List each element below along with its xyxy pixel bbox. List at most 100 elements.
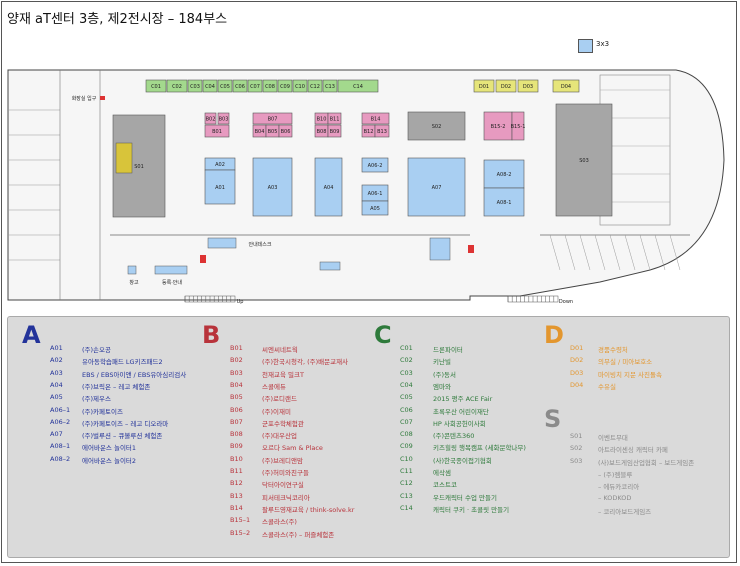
booth-A05: [361, 200, 389, 216]
entry-name: 캐릭터 쿠키 · 초콜릿 만들기: [433, 505, 510, 514]
booth-C01-label: C01: [151, 84, 161, 90]
entry-name: EBS / EBS아이앤 / EBS유아심리검사: [82, 370, 187, 379]
entry-code: C02: [400, 356, 413, 365]
directory-entry: A06–2(주)카페토이즈 – 레고 디오라마: [50, 418, 210, 428]
entry-name: 2015 평주 ACE Fair: [433, 395, 493, 404]
registration-desk: [154, 265, 188, 275]
booth-B06-label: B06: [281, 129, 291, 135]
booth-B15-2-label: B15-2: [491, 124, 506, 130]
entry-code: S03: [570, 456, 583, 465]
storage-label: 창고: [129, 279, 139, 286]
entry-name: 에어바운스 놀이터2: [82, 456, 137, 465]
entry-code: C12: [400, 479, 413, 488]
booth-size-legend-swatch: [578, 39, 593, 53]
info-desk-label: 안내데스크: [248, 241, 271, 248]
directory-entry: A05(주)제우스: [50, 393, 210, 403]
directory-entry: – 코리아보드게임즈: [570, 506, 730, 516]
booth-A08-1-label: A08-1: [497, 200, 512, 206]
booth-A08-1: [483, 187, 525, 217]
entry-code: A03: [50, 368, 63, 377]
booth-S02: [407, 111, 466, 141]
booth-C12-label: C12: [310, 84, 320, 90]
booth-A06-2-label: A06-2: [368, 163, 383, 169]
entry-name: – (주)젬블루: [598, 470, 633, 479]
entry-code: B14: [230, 503, 243, 512]
entry-name: – 코리아보드게임즈: [598, 507, 652, 516]
structure-line: [594, 234, 606, 271]
entry-name: (주)대우산업: [262, 432, 297, 441]
booth-B03: [217, 112, 230, 125]
structure-line: [549, 234, 561, 271]
entry-name: (주)카페토이즈 – 레고 디오라마: [82, 419, 169, 428]
stairs-up: [184, 295, 236, 303]
toilet-arrow: [100, 96, 105, 100]
entry-name: 에어바운스 놀이터1: [82, 444, 137, 453]
booth-C09: [277, 79, 293, 93]
entry-code: A05: [50, 393, 63, 402]
directory-entry: B10(주)브레디앤맘: [230, 455, 390, 465]
booth-C03: [187, 79, 203, 93]
stairs-up-label: Up: [237, 299, 244, 305]
registration-label: 등록·안내: [162, 279, 182, 286]
entry-name: 우드캐릭터 수업 만들기: [433, 493, 497, 502]
entry-name: 스콜에듀: [262, 382, 286, 391]
exit-arrow-2: [468, 245, 474, 253]
entry-name: 코스트코: [433, 481, 457, 490]
entry-name: 이벤트무대: [598, 434, 628, 442]
entry-name: 키난빌: [433, 358, 451, 367]
entry-code: C09: [400, 442, 413, 451]
directory-entry: S03 (사)보드게임산업협회 – 보드게임존: [570, 457, 730, 467]
entry-code: B09: [230, 442, 243, 451]
entry-name: 스콜라스(주): [262, 518, 297, 527]
entry-name: – KODKOD: [598, 493, 632, 502]
booth-D03: [517, 79, 539, 93]
booth-A08-2: [483, 159, 525, 189]
directory-entry: A07(주)벌루션 – 큐볼루션 체험존: [50, 430, 210, 440]
booth-C09-label: C09: [280, 84, 290, 90]
info-desk-2: [127, 265, 137, 275]
directory-entry: – 에듀카코리아: [570, 481, 730, 491]
entry-code: A08–1: [50, 442, 71, 451]
entry-name: (사)보드게임산업협회 – 보드게임존: [598, 458, 695, 467]
directory-entry: C10(사)한국종이접기협회: [400, 455, 560, 465]
directory-entry: A04(주)브릭온 – 레고 체험존: [50, 381, 210, 391]
booth-A07-label: A07: [432, 185, 442, 191]
booth-D02-label: D02: [501, 84, 511, 90]
entry-code: D02: [570, 356, 584, 365]
page-title: 양재 aT센터 3층, 제2전시장 – 184부스: [7, 12, 228, 27]
structure-line: [669, 234, 681, 271]
booth-B03-label: B03: [219, 117, 229, 123]
entry-code: C07: [400, 417, 413, 426]
entry-name: 아트라이센싱 캐릭터 카페: [598, 446, 668, 455]
booth-A03: [252, 157, 293, 217]
entry-name: 에삭셈: [433, 469, 451, 477]
booth-C10: [292, 79, 308, 93]
structure-line: [624, 234, 636, 271]
entry-code: B15–2: [230, 528, 251, 537]
directory-entry: C03(주)동서: [400, 369, 560, 379]
entry-code: C01: [400, 344, 413, 352]
directory-entry: – KODKOD: [570, 494, 730, 504]
directory-entry: A03 EBS / EBS아이앤 / EBS유아심리검사: [50, 369, 210, 379]
booth-S01-label: S01: [134, 164, 144, 170]
booth-C13: [322, 79, 338, 93]
booth-B05-label: B05: [268, 129, 278, 135]
entry-name: – 에듀카코리아: [598, 483, 640, 492]
booth-B04-label: B04: [255, 129, 265, 135]
entry-name: (주)콘텐츠360: [433, 432, 475, 441]
entry-name: 팔루드영재교육 / think-solve.kr: [262, 505, 355, 514]
booth-A02-label: A02: [215, 162, 225, 168]
structure-line: [579, 234, 591, 271]
booth-A05-label: A05: [370, 206, 380, 212]
entry-name: 스콜라스(주) – 퍼즐체험존: [262, 530, 335, 539]
entry-name: 유아동학습패드 LG키즈패드2: [82, 358, 163, 367]
entry-code: B13: [230, 491, 243, 500]
structure-line: [609, 234, 621, 271]
booth-D01: [473, 79, 495, 93]
